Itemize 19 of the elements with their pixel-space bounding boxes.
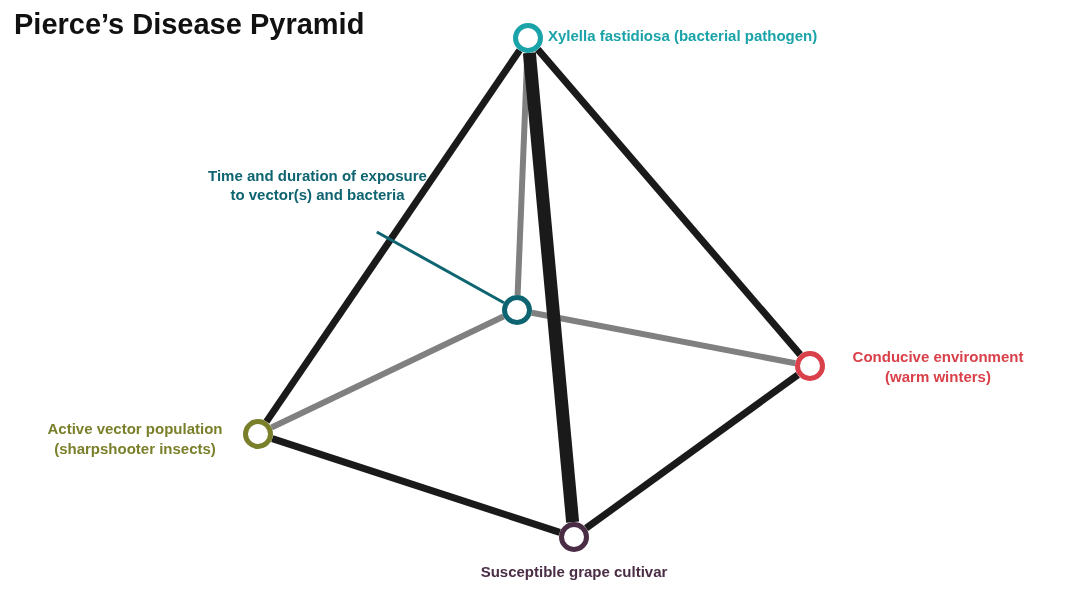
vertex-circle [243,419,273,449]
pyramid-edge [522,52,580,523]
vertex-circle [795,351,825,381]
vertex-circle [502,295,532,325]
annotation-text: Time and duration of exposure to vector(s) and bacteria [205,166,430,204]
vertex-label: Active vector population (sharpshooter insects) [46,419,224,459]
vertex-circle [513,23,543,53]
vertex-label: Xylella fastidiosa (bacterial pathogen) [548,26,819,46]
pyramid-edge [263,48,523,424]
pyramid-edge [584,371,800,532]
vertex-label: Conducive environment (warm winters) [851,347,1025,387]
vertex-circle [559,522,589,552]
leader-line [376,230,505,304]
pyramid-edge [270,313,505,431]
pyramid-edge [531,309,796,367]
diagram-title: Pierce’s Disease Pyramid [14,8,365,41]
pyramid-edge [271,435,561,536]
vertex-label: Susceptible grape cultivar [479,562,669,582]
pyramid-edge [535,47,803,357]
